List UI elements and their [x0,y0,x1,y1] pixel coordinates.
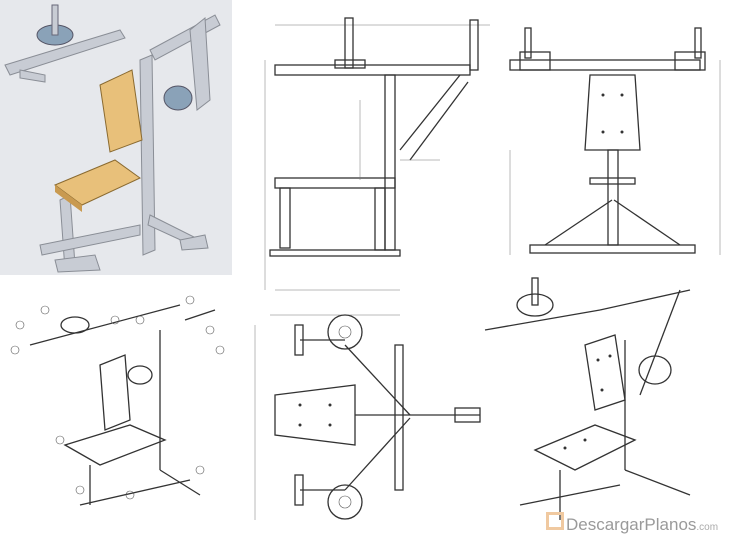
side-view-panel [264,17,490,291]
watermark-tld: .com [696,522,719,533]
watermark-logo: DescargarPlanos .com [546,512,718,535]
render-3d-panel [0,0,232,275]
front-view-panel [509,27,721,255]
watermark-icon [546,512,564,530]
top-view-panel [254,314,481,520]
isometric-view-panel [484,277,691,520]
watermark-name: DescargarPlanos [566,515,697,534]
exploded-view-panel [10,295,225,506]
